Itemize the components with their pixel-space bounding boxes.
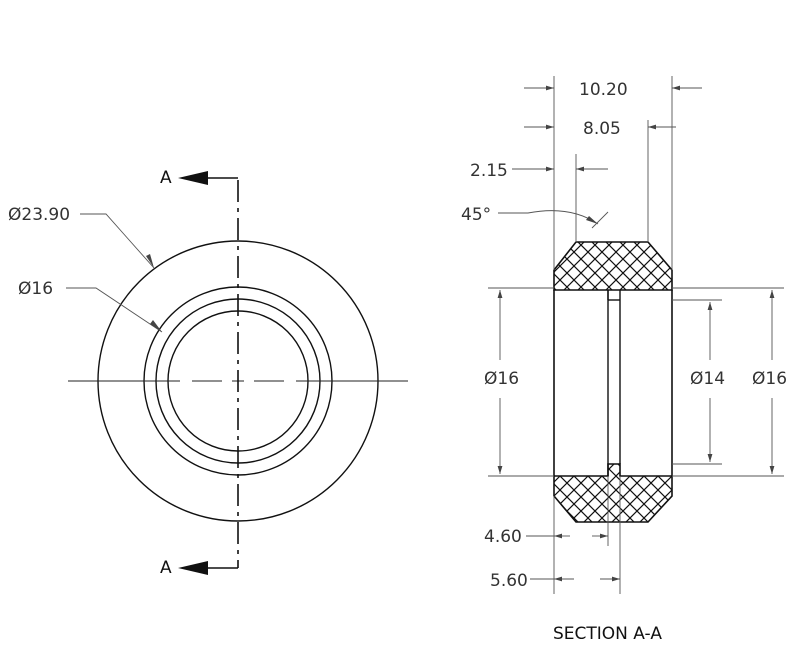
dim-chamfer-width-group: 2.15 — [470, 154, 608, 242]
dim-right-bore-group: Ø14 — [672, 299, 725, 465]
section-label-top: A — [160, 168, 172, 188]
section-title: SECTION A-A — [553, 624, 662, 644]
dim-outer-diameter: Ø23.90 — [8, 205, 70, 225]
section-cut-bottom: A — [160, 558, 238, 578]
dim-overall-width-group: 10.20 — [524, 76, 702, 270]
section-label-bottom: A — [160, 558, 172, 578]
section-cut-top: A — [160, 168, 238, 188]
dim-chamfer-angle-group: 45° — [461, 205, 609, 229]
leader-inner-diameter: Ø16 — [18, 279, 163, 333]
dim-inner-diameter: Ø16 — [18, 279, 53, 299]
section-hatch-bottom — [553, 463, 673, 523]
dim-step-b: 5.60 — [490, 571, 528, 591]
dim-overall-width: 10.20 — [579, 80, 628, 100]
dim-chamfer-angle: 45° — [461, 205, 491, 225]
dim-step-a: 4.60 — [484, 527, 522, 547]
centerlines — [68, 180, 408, 568]
dim-groove-width: 8.05 — [583, 119, 621, 139]
dim-step-b-group: 5.60 — [490, 476, 621, 594]
front-view: A A Ø23.90 Ø16 — [8, 168, 408, 578]
leader-outer-diameter: Ø23.90 — [8, 205, 155, 269]
dim-outer-bore-group: Ø16 — [672, 287, 787, 477]
dim-right-bore: Ø14 — [690, 369, 725, 389]
dim-chamfer-width: 2.15 — [470, 161, 508, 181]
section-body — [553, 290, 673, 476]
dim-left-bore: Ø16 — [484, 369, 519, 389]
dim-outer-bore: Ø16 — [752, 369, 787, 389]
section-hatch-top — [553, 241, 673, 291]
section-view: 10.20 8.05 2.15 45° Ø — [461, 76, 787, 644]
dim-groove-width-group: 8.05 — [524, 119, 676, 242]
dim-left-bore-group: Ø16 — [484, 287, 554, 477]
